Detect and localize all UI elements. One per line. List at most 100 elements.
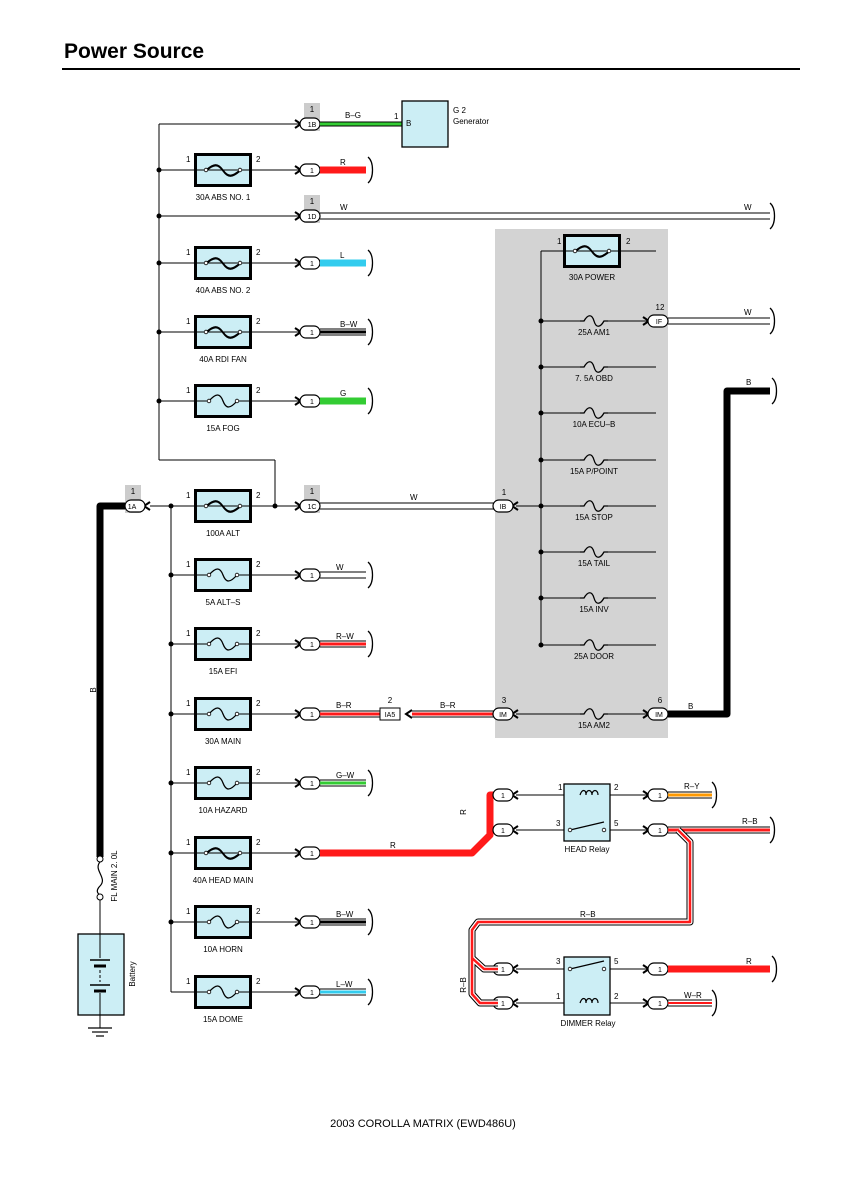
connector-1A-pin: 1 [131,487,136,496]
wire-label: L [340,251,345,260]
panel-fuse-label: 15A STOP [575,513,613,522]
fuse-label: 40A RDI FAN [199,355,247,364]
relay-connector-num: 1 [501,828,505,835]
fusible-link-fl-main [96,855,104,934]
wire-label-w-1c: W [410,493,418,502]
fuse-icon [193,696,253,732]
fuse-pin-in: 1 [186,629,191,638]
fuse-pin-out: 2 [256,491,261,500]
fuse-pin-in: 1 [186,248,191,257]
fuse-icon [193,626,253,662]
connector-plug-num: 1 [310,851,314,858]
connector-1B-id: 1B [308,122,317,129]
wire-label-rb-head: R–B [742,817,758,826]
connector-IM-6-pin: 6 [658,696,663,705]
wire-label: W [336,563,344,572]
wire-label: L–W [336,980,353,989]
generator-desc: Generator [453,117,489,126]
connector-1C-pin: 1 [310,487,315,496]
fuse-15a-am2: 15A AM2 [578,708,611,730]
head-relay-pin-5: 5 [614,819,619,828]
head-relay-label: HEAD Relay [565,845,610,854]
connector-plug-num: 1 [310,168,314,175]
fuse-15a-am2-label: 15A AM2 [578,721,611,730]
fuse-pin-in: 1 [186,907,191,916]
wire-label-r-head-main: R [390,841,396,850]
fuse-label: 100A ALT [206,529,240,538]
fuse-icon [193,835,253,871]
wire-label-b-im6: B [688,702,693,711]
dimmer-relay-pin-3: 3 [556,957,561,966]
panel-fuse-row: 15A STOP [538,500,656,522]
connector-IM-3: 3 IM [492,696,519,721]
panel-fuse-label: 7. 5A OBD [575,374,613,383]
battery-label: Battery [128,961,137,986]
fuse-icon [193,245,253,281]
wire-label: B–W [340,320,358,329]
relay-connector: 1 [642,788,669,802]
relay-connector-num: 1 [501,793,505,800]
fuse-label: 10A HORN [203,945,243,954]
connector-IM-3-pin: 3 [502,696,507,705]
fuse-label: 5A ALT–S [206,598,241,607]
fuse-pin-in: 1 [186,768,191,777]
fuse-icon [193,383,253,419]
wire-label-w-1d-end: W [744,203,752,212]
panel-fuse-label: 10A ECU–B [573,420,616,429]
fuse-pin-in: 1 [186,560,191,569]
fuse-label: 40A HEAD MAIN [193,876,254,885]
panel-fuse-label: 15A P/POINT [570,467,618,476]
generator-pin: 1 [394,112,399,121]
relay-connector-num: 1 [501,967,505,974]
dimmer-relay-pin-1: 1 [556,992,561,1001]
relay-connector: 1 [642,996,669,1010]
connector-IM-6: 6 IM [642,696,669,721]
wire-label-r-dimmer: R [746,957,752,966]
panel-fuse-row: 15A P/POINT [538,454,656,476]
connector-IB-id: IB [500,504,507,511]
wire-label: B–W [336,910,354,919]
fuse-icon [193,314,253,350]
fuse-pin-out: 2 [256,386,261,395]
connector-plug-num: 1 [310,712,314,719]
panel-fuse-row: 10A ECU–B [538,407,656,429]
panel-fuse-label: 15A TAIL [578,559,611,568]
wire-label-r-vertical: R [459,809,468,815]
connector-1C-id: 1C [308,504,317,511]
wire-label: G–W [336,771,355,780]
connector-plug: 1 [294,637,321,651]
wire-label-wr: W–R [684,991,702,1000]
connector-1D-pin: 1 [310,197,315,206]
dimmer-relay-pin-2: 2 [614,992,619,1001]
connector-1B-pin: 1 [310,105,315,114]
panel-fuse-row: 25A AM1 [538,315,648,337]
relay-connector: 1 [492,788,519,802]
panel-fuse-row: 15A TAIL [538,546,656,568]
wire-label-br-right: B–R [440,701,456,710]
fusible-link-label: FL MAIN 2. 0L [110,850,119,902]
wire-label-w-if: W [744,308,752,317]
generator-name: G 2 [453,106,466,115]
fuse-icon [193,974,253,1010]
generator-terminal: B [406,119,411,128]
head-relay-pin-3: 3 [556,819,561,828]
fuse-pin-in: 1 [186,699,191,708]
head-relay-pin-1: 1 [558,783,563,792]
lower-bus-lines [150,503,194,992]
connector-plug-num: 1 [310,990,314,997]
connector-plug: 1 [294,776,321,790]
fuse-icon [193,557,253,593]
fuse-label: 30A ABS NO. 1 [196,193,251,202]
generator-box [401,100,449,148]
connector-IM-6-id: IM [655,712,663,719]
connector-plug: 1 [294,846,321,860]
connector-plug: 1 [294,707,321,721]
fuse-pin-out: 2 [256,317,261,326]
connector-plug: 1 [294,256,321,270]
fuse-label: 10A HAZARD [199,806,248,815]
wire-label-ry: R–Y [684,782,700,791]
